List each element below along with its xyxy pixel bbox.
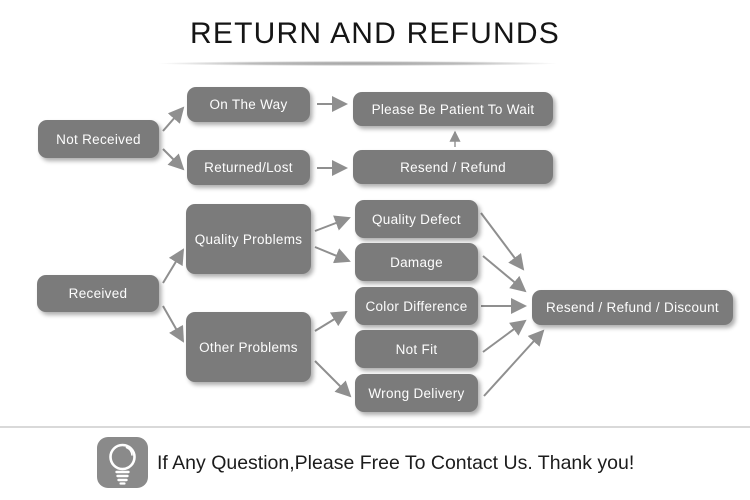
flow-arrow-not-fit-to-resend-refund-discount: [482, 319, 527, 353]
flow-node-quality-problems: Quality Problems: [186, 204, 311, 274]
flow-arrow-not-received-to-on-the-way: [162, 106, 185, 132]
flow-node-on-the-way: On The Way: [187, 87, 310, 122]
footer-message: If Any Question,Please Free To Contact U…: [157, 452, 635, 474]
flow-arrow-other-problems-to-wrong-delivery: [314, 360, 352, 398]
flow-arrow-not-received-to-returned-lost: [162, 148, 185, 171]
flow-arrow-wrong-delivery-to-resend-refund-discount: [483, 329, 545, 397]
flow-arrow-received-to-other-problems: [162, 305, 184, 343]
flow-arrow-quality-problems-to-damage: [314, 246, 351, 264]
flow-node-quality-defect: Quality Defect: [355, 200, 478, 238]
title-underline: [158, 61, 558, 66]
flow-node-resend-refund-discount: Resend / Refund / Discount: [532, 290, 733, 325]
flow-node-resend-refund: Resend / Refund: [353, 150, 553, 184]
footer-divider: [0, 426, 750, 428]
flow-arrow-quality-problems-to-quality-defect: [314, 215, 351, 232]
flow-arrow-received-to-quality-problems: [162, 248, 185, 284]
flow-arrow-damage-to-resend-refund-discount: [482, 255, 527, 293]
lightbulb-icon: [97, 437, 148, 488]
flow-node-wrong-delivery: Wrong Delivery: [355, 374, 478, 412]
flow-node-please-be-patient: Please Be Patient To Wait: [353, 92, 553, 126]
page-title: RETURN AND REFUNDS: [190, 17, 560, 50]
flow-arrow-other-problems-to-color-difference: [314, 310, 348, 332]
flow-node-other-problems: Other Problems: [186, 312, 311, 382]
flow-arrow-quality-defect-to-resend-refund-discount: [480, 212, 525, 271]
flow-node-damage: Damage: [355, 243, 478, 281]
flow-node-not-fit: Not Fit: [355, 330, 478, 368]
flow-node-received: Received: [37, 275, 159, 312]
flow-node-color-difference: Color Difference: [355, 287, 478, 325]
flow-node-not-received: Not Received: [38, 120, 159, 158]
flow-node-returned-lost: Returned/Lost: [187, 150, 310, 185]
